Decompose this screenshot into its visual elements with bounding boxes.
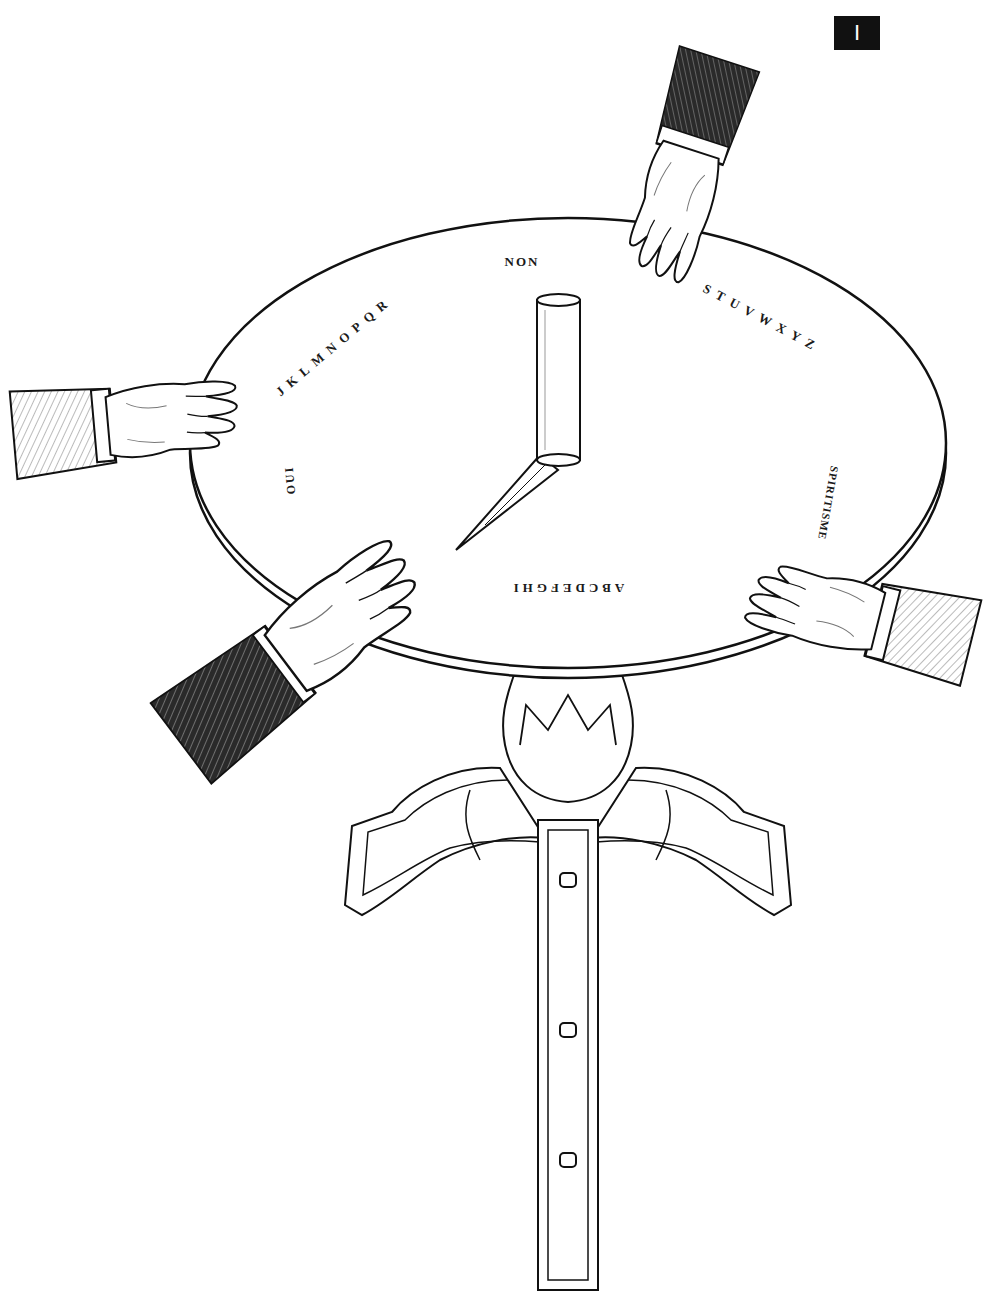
left-hand — [10, 372, 242, 479]
top-hand — [610, 46, 759, 286]
right-hand — [741, 546, 981, 686]
alphabet-arc: ABCDEFGHI — [508, 581, 627, 596]
bottom-left-hand — [151, 530, 442, 784]
pedestal — [345, 672, 791, 1290]
plate-number-box: I — [834, 16, 880, 50]
plate-number: I — [854, 20, 860, 46]
answer-word: NON — [503, 254, 542, 269]
answer-word: OUI — [282, 463, 299, 497]
pointer — [456, 294, 580, 550]
